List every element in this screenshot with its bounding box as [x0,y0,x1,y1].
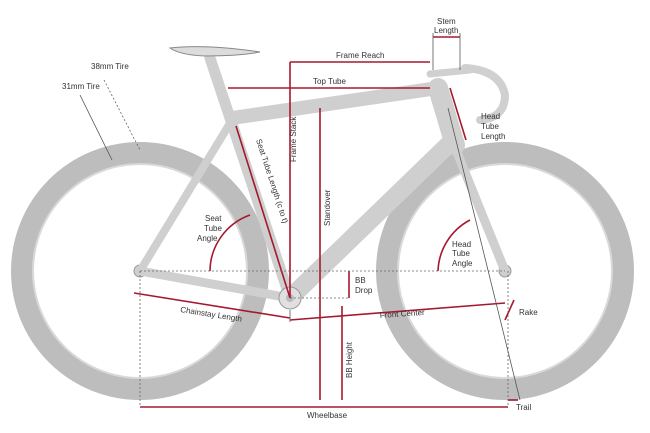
head-tube-length-label-2: Tube [481,122,499,131]
frame-stack-label: Frame Stack [289,116,298,162]
bb-drop-label-2: Drop [355,286,373,295]
labels: Stem Length Frame Reach Top Tube 38mm Ti… [62,17,538,420]
rake-label: Rake [519,308,538,317]
saddle [168,46,261,57]
bike-frame [135,52,510,310]
stem-length-label-2: Length [434,26,458,35]
head-tube-length-label-3: Length [481,132,505,141]
reference-lines [139,33,521,407]
seat-tube-angle-label-3: Angle [197,234,218,243]
bb-height-label: BB Height [345,341,354,378]
head-tube-angle-label-2: Tube [452,249,470,258]
tire-31-leader [79,94,113,161]
frame-reach-label: Frame Reach [336,51,384,60]
chainstay-length-label: Chainstay Length [180,305,243,324]
wheelbase-label: Wheelbase [307,411,348,420]
handlebar [426,64,510,124]
head-tube-length-label-1: Head [481,112,500,121]
bb-drop-label-1: BB [355,276,366,285]
seat-tube-angle-label-2: Tube [204,224,222,233]
stem-length-label-1: Stem [437,17,456,26]
head-tube-angle-label-3: Angle [452,259,473,268]
dimension-lines [133,36,518,408]
trail-label: Trail [516,403,531,412]
tire-31-label: 31mm Tire [62,82,100,91]
head-tube-angle-label-1: Head [452,240,471,249]
tire-38-leader [103,79,141,151]
seat-tube-angle-label-1: Seat [205,214,222,223]
front-center-label: Front Center [380,308,426,320]
top-tube-label: Top Tube [313,77,346,86]
tire-38-label: 38mm Tire [91,62,129,71]
standover-label: Standover [323,189,332,226]
